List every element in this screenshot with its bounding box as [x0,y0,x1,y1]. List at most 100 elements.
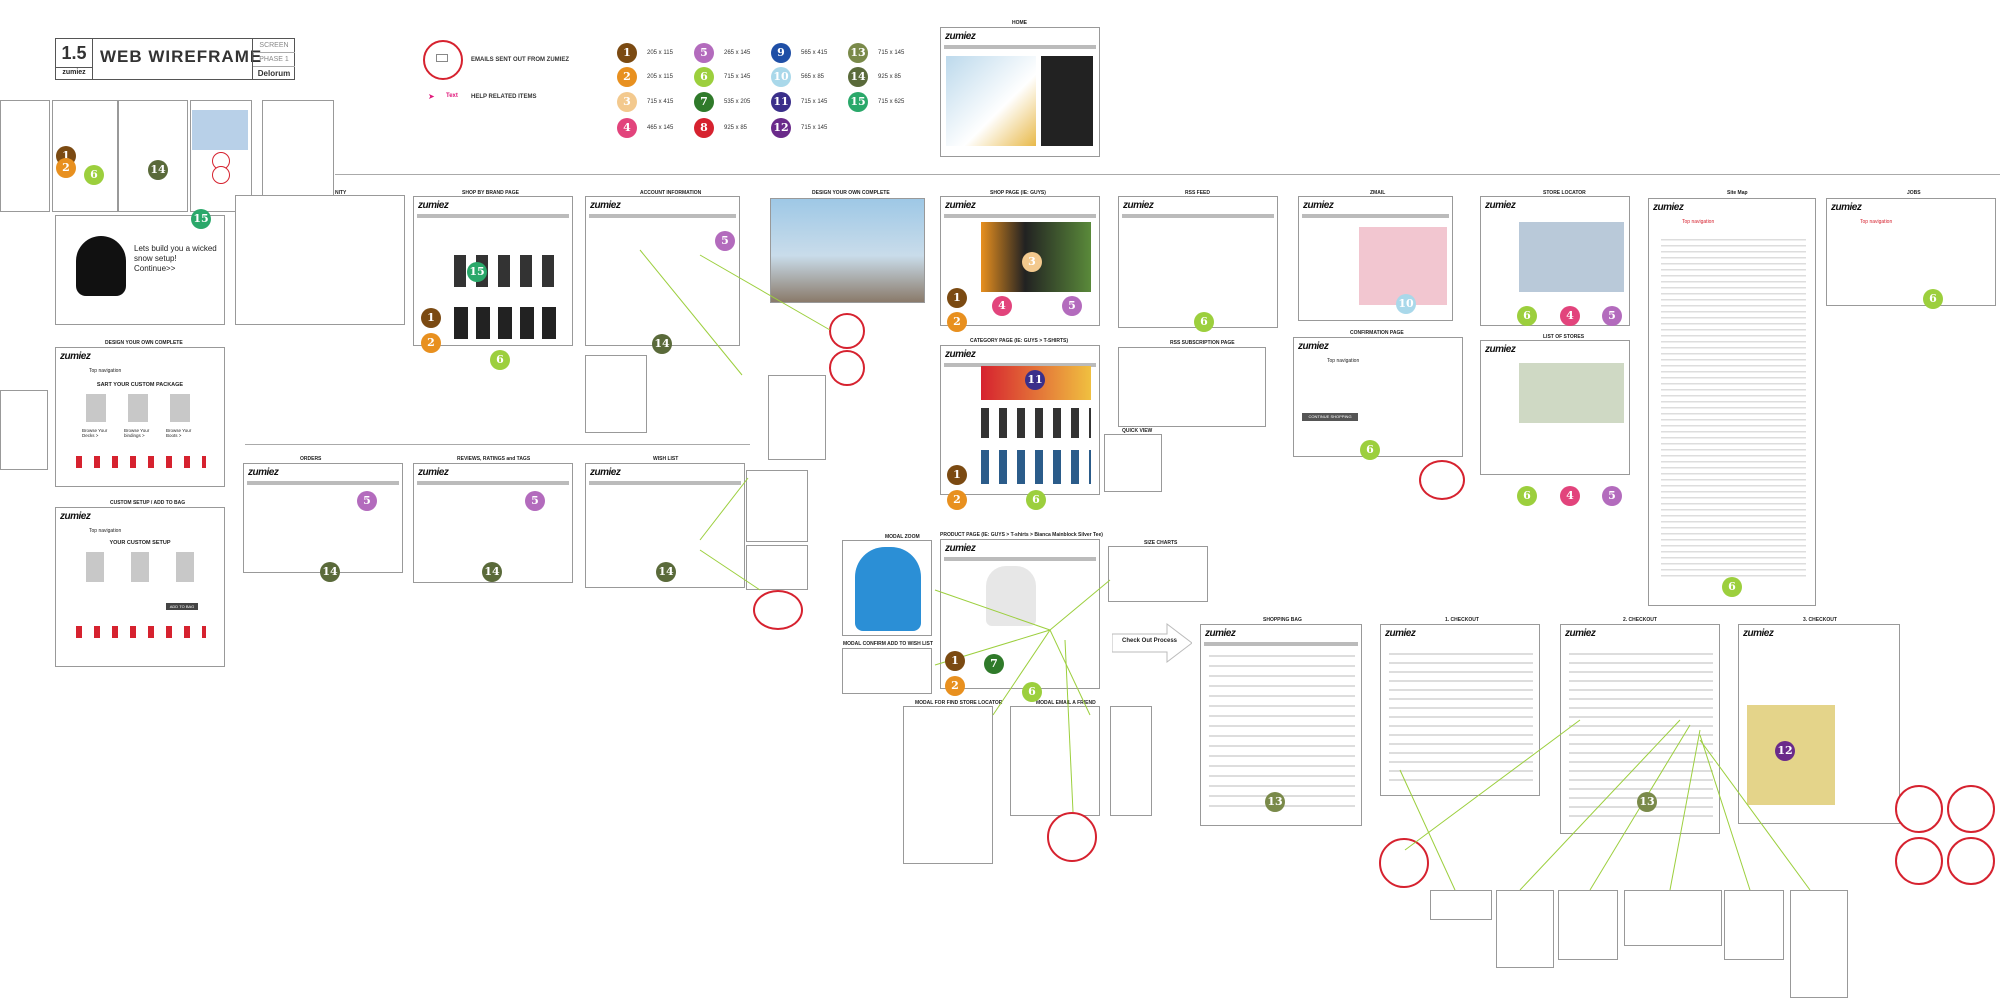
dimension-marker-2: 2 [617,67,637,87]
top-nav-text: Top navigation [89,368,122,374]
label-design-your-own: DESIGN YOUR OWN COMPLETE [812,190,890,196]
dimension-size-2: 205 x 115 [647,74,673,80]
page-marker-6: 6 [1026,490,1046,510]
page-marker-2: 2 [947,312,967,332]
meta-phase: PHASE 1 [253,53,295,67]
logo: zumiez [248,467,279,478]
deck-thumb [86,552,104,582]
page-marker-1: 1 [947,288,967,308]
home-side-promo [1041,56,1093,146]
store-photo [192,110,248,150]
logo: zumiez [590,467,621,478]
add-to-bag-button[interactable]: ADD TO BAG [166,603,198,610]
page-marker-2: 2 [56,158,76,178]
label-checkout-3: 3. CHECKOUT [1803,617,1837,623]
bearded-mascot [76,236,126,296]
deck-thumb [86,394,106,422]
browse-bindings-link[interactable]: Browse Your bindings > [124,428,150,438]
page-marker-13: 13 [1637,792,1657,812]
detail-snippet-1 [1430,890,1492,920]
page-marker-1: 1 [421,308,441,328]
label-product-page: PRODUCT PAGE (IE: GUYS > T-shirts > Bian… [940,532,1103,538]
browse-boots-link[interactable]: Browse Your Boots > [166,428,192,438]
nav-connector-account [245,444,750,445]
page-marker-3: 3 [1022,252,1042,272]
label-modal-zoom: MODAL ZOOM [885,534,920,540]
logo: zumiez [590,200,621,211]
dimension-size-12: 715 x 145 [801,125,828,131]
check-out-label: Check Out Process [1122,638,1178,644]
page-size-charts [1108,546,1208,602]
logo: zumiez [60,511,91,522]
email-ring [753,590,803,630]
label-list-of-stores: LIST OF STORES [1543,334,1585,340]
page-orders: zumiez [243,463,403,573]
top-nav-text: Top navigation [1327,358,1360,364]
brand-products-2 [454,307,564,339]
page-category: zumiez [940,345,1100,495]
page-marker-14: 14 [652,334,672,354]
page-design-your-own [770,198,925,303]
page-checkout-2: zumiez [1560,624,1720,834]
page-marker-14: 14 [320,562,340,582]
page-marker-14: 14 [482,562,502,582]
page-marker-5: 5 [525,491,545,511]
page-marker-6: 6 [84,165,104,185]
label-site-map: Site Map [1727,190,1748,196]
dimension-marker-4: 4 [617,118,637,138]
browse-decks-link[interactable]: Browse Your Decks > [82,428,108,438]
boots-thumb [170,394,190,422]
top-nav-text: Top navigation [1682,219,1715,225]
label-jobs: JOBS [1907,190,1921,196]
page-wish-sub-2 [746,545,808,590]
email-ring [1895,837,1943,885]
page-rss-feed: zumiez [1118,196,1278,328]
logo: zumiez [1743,628,1774,639]
page-modal-email-friend [1010,706,1100,816]
email-ring [1947,837,1995,885]
continue-shopping-button[interactable]: CONTINUE SHOPPING [1302,413,1358,421]
logo: zumiez [1485,344,1516,355]
page-marker-2: 2 [421,333,441,353]
label-confirmation: CONFIRMATION PAGE [1350,330,1404,336]
page-marker-6: 6 [1517,486,1537,506]
email-ring [1047,812,1097,862]
page-jobs: zumiez Top navigation [1826,198,1996,306]
partial-page-left-a [0,100,50,212]
dimension-size-8: 925 x 85 [724,125,748,131]
label-modal-store-locator: MODAL FOR FIND STORE LOCATOR [915,700,1003,706]
page-account-sub [585,355,647,433]
cart-items [1209,655,1355,815]
email-legend-label: EMAILS SENT OUT FROM ZUMIEZ [471,57,569,63]
page-marker-15: 15 [467,262,487,282]
page-marker-4: 4 [1560,306,1580,326]
arrow-right-icon [1111,622,1193,664]
detail-snippet-5 [1724,890,1784,960]
label-modal-confirm-wish: MODAL CONFIRM ADD TO WISH LIST [843,641,933,647]
label-rss-subscription: RSS SUBSCRIPTION PAGE [1170,340,1235,346]
dimension-marker-7: 7 [694,92,714,112]
dimension-marker-10: 10 [771,67,791,87]
partial-page-left-f [0,390,48,470]
page-marker-6: 6 [1517,306,1537,326]
email-ring [1379,838,1429,888]
logo: zumiez [1653,202,1684,213]
page-marker-10: 10 [1396,294,1416,314]
label-wish-list: WISH LIST [653,456,679,462]
email-ring [1895,785,1943,833]
home-hero [946,56,1036,146]
page-marker-5: 5 [357,491,377,511]
page-custom-setup: zumiez Top navigation YOUR CUSTOM SETUP … [55,507,225,667]
category-products [981,408,1091,438]
logo: zumiez [418,200,449,211]
logo: zumiez [1298,341,1329,352]
page-marker-11: 11 [1025,370,1045,390]
email-ring-left-2 [212,166,230,184]
page-marker-6: 6 [1923,289,1943,309]
page-design-sub [768,375,826,460]
top-nav-text: Top navigation [89,528,122,534]
dimension-marker-14: 14 [848,67,868,87]
dimension-marker-11: 11 [771,92,791,112]
page-shop: zumiez [940,196,1100,326]
